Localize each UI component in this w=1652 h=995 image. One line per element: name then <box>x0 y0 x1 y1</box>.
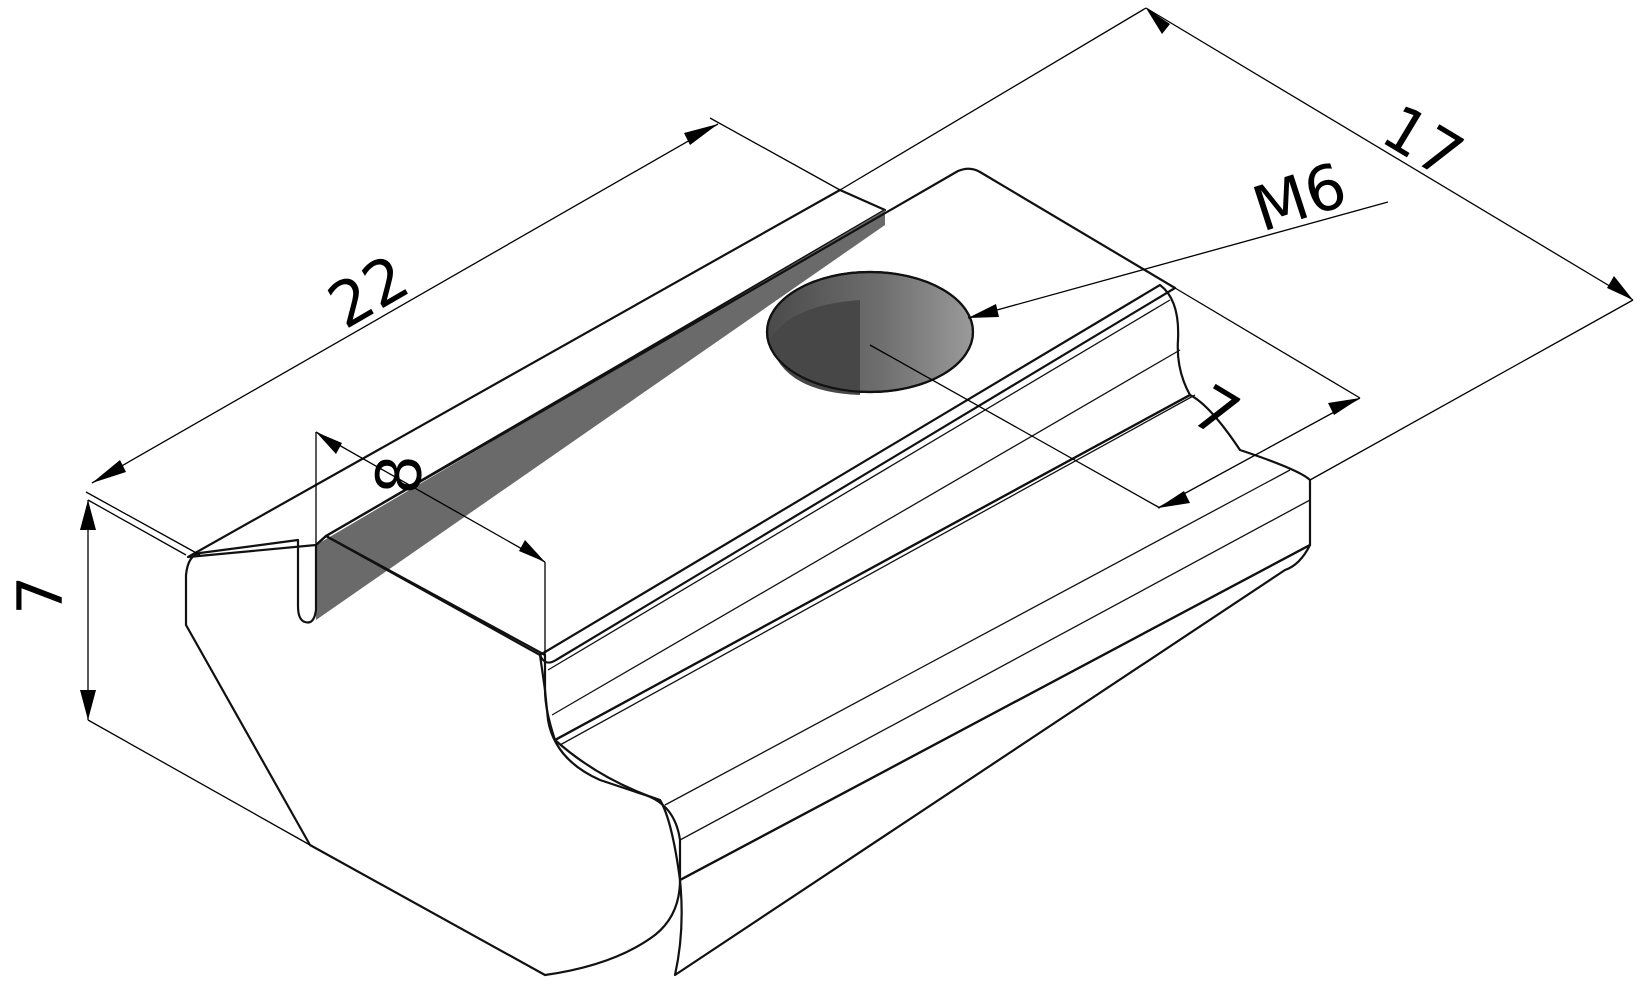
thread-size-label: M6 <box>1244 148 1355 246</box>
dim-slot-width-label: 8 <box>362 454 436 496</box>
right-lower-flange <box>553 393 1312 882</box>
dimension-lines <box>80 7 1634 846</box>
edge-line-3 <box>559 394 1196 746</box>
edge-line-5 <box>679 499 1311 841</box>
edge-line-2 <box>551 349 1181 716</box>
dim-hole-offset-label: 7 <box>1180 370 1251 453</box>
dim-height-label: 7 <box>4 576 77 615</box>
front-profile-face <box>184 534 682 977</box>
left-flange-top-face <box>186 188 887 559</box>
right-side-face <box>673 543 1312 977</box>
dim-width-label: 17 <box>1370 90 1475 193</box>
m6-threaded-hole <box>765 270 975 395</box>
left-flange-wall <box>316 210 885 620</box>
t-slot-nut-body <box>184 167 1312 977</box>
dim-length-label: 22 <box>316 240 421 343</box>
edge-line-1 <box>547 299 1171 671</box>
edge-line-4 <box>664 469 1291 806</box>
top-face <box>324 167 1177 664</box>
